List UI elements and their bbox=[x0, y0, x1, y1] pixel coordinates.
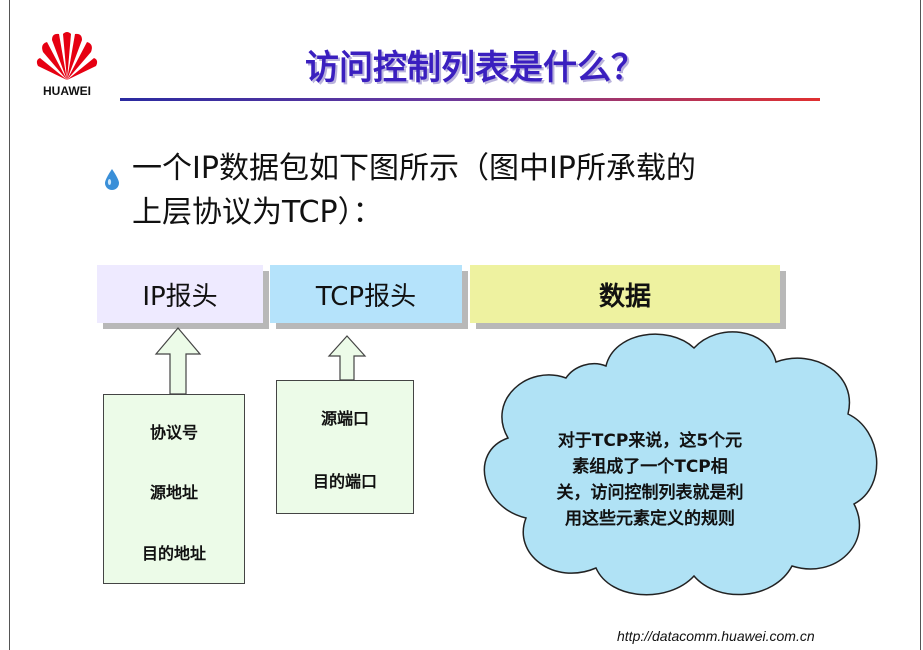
cloud-text-line1: 对于TCP来说，这5个元 bbox=[557, 431, 743, 451]
tcp-up-arrow bbox=[327, 335, 367, 381]
bullet-text: 一个IP数据包如下图所示（图中IP所承载的 上层协议为TCP）： bbox=[132, 147, 872, 235]
title-underline bbox=[120, 98, 820, 101]
ip-fields-box: 协议号 源地址 目的地址 bbox=[103, 394, 245, 584]
bullet-text-line1: 一个IP数据包如下图所示（图中IP所承载的 bbox=[132, 151, 696, 186]
ip-field-destination-address: 目的地址 bbox=[141, 544, 206, 563]
huawei-logo: HUAWEI bbox=[22, 30, 112, 100]
ip-field-protocol: 协议号 bbox=[149, 423, 198, 442]
cloud-text-line4: 用这些元素定义的规则 bbox=[565, 509, 735, 529]
tcp-field-source-port: 源端口 bbox=[320, 409, 369, 428]
page-title: 访问控制列表是什么？ bbox=[305, 48, 645, 88]
explanation-cloud bbox=[483, 331, 878, 596]
cloud-text: 对于TCP来说，这5个元 素组成了一个TCP相 关，访问控制列表就是利 用这些元… bbox=[500, 428, 800, 532]
footer-url: http://datacomm.huawei.com.cn bbox=[617, 628, 815, 644]
huawei-petals-icon bbox=[36, 32, 98, 80]
data-box: 数据 bbox=[470, 265, 780, 323]
frame-left-border bbox=[9, 0, 10, 650]
tcp-fields-box: 源端口 目的端口 bbox=[276, 380, 414, 514]
water-drop-icon bbox=[105, 169, 119, 190]
tcp-header-box: TCP报头 bbox=[270, 265, 462, 323]
cloud-text-line2: 素组成了一个TCP相 bbox=[572, 457, 728, 477]
ip-field-source-address: 源地址 bbox=[149, 483, 198, 502]
ip-up-arrow bbox=[154, 327, 202, 395]
ip-header-box: IP报头 bbox=[97, 265, 263, 323]
frame-right-border bbox=[920, 0, 921, 650]
brand-name: HUAWEI bbox=[43, 84, 91, 98]
cloud-text-line3: 关，访问控制列表就是利 bbox=[556, 483, 744, 503]
tcp-field-destination-port: 目的端口 bbox=[312, 472, 377, 491]
bullet-text-line2: 上层协议为TCP）： bbox=[132, 195, 383, 230]
